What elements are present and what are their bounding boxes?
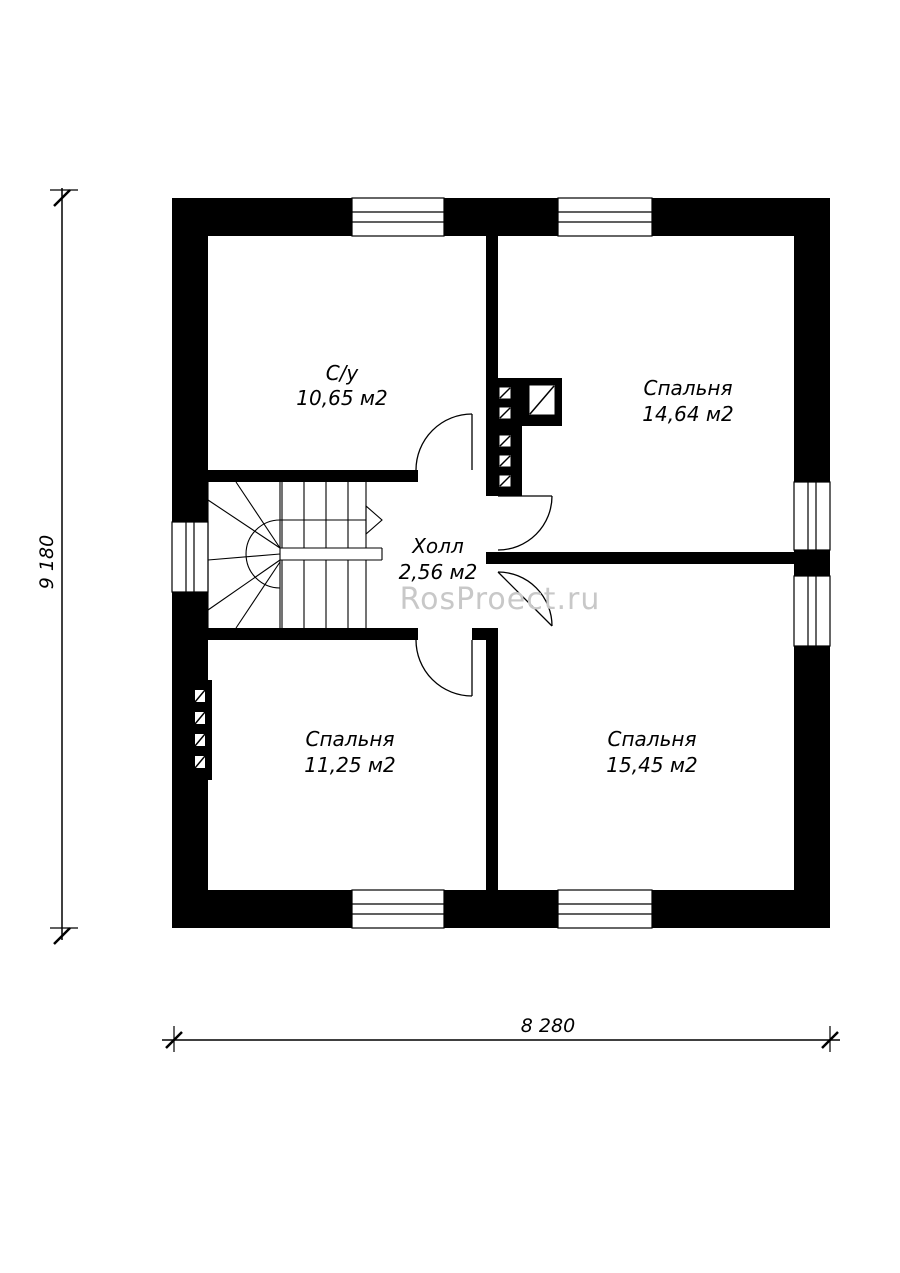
room-bedroom-ne: Спальня 14,64 м2 (642, 376, 733, 426)
room-area: 11,25 м2 (304, 753, 395, 777)
room-area: 15,45 м2 (606, 753, 697, 777)
room-name: С/у (326, 361, 360, 385)
room-name: Спальня (644, 376, 733, 400)
staircase (207, 481, 383, 629)
doors (415, 413, 553, 697)
width-dimension: 8 280 (162, 1015, 840, 1052)
height-dimension: 9 180 (36, 188, 78, 945)
room-bathroom: С/у 10,65 м2 (296, 361, 387, 410)
room-hall: Холл 2,56 м2 (399, 534, 478, 584)
width-dimension-label: 8 280 (521, 1015, 575, 1037)
room-area: 14,64 м2 (642, 402, 733, 426)
room-area: 10,65 м2 (296, 386, 387, 410)
room-name: Спальня (306, 727, 395, 751)
room-bedroom-se: Спальня 15,45 м2 (606, 727, 697, 777)
windows (171, 197, 831, 929)
room-name: Спальня (608, 727, 697, 751)
watermark: RosProect.ru (400, 582, 601, 617)
exterior-walls (172, 198, 830, 928)
room-area: 2,56 м2 (399, 560, 478, 584)
ventilation-shafts (190, 378, 562, 780)
room-name: Холл (411, 534, 464, 558)
interior-walls (208, 236, 794, 890)
height-dimension-label: 9 180 (36, 535, 58, 589)
room-bedroom-sw: Спальня 11,25 м2 (304, 727, 395, 777)
